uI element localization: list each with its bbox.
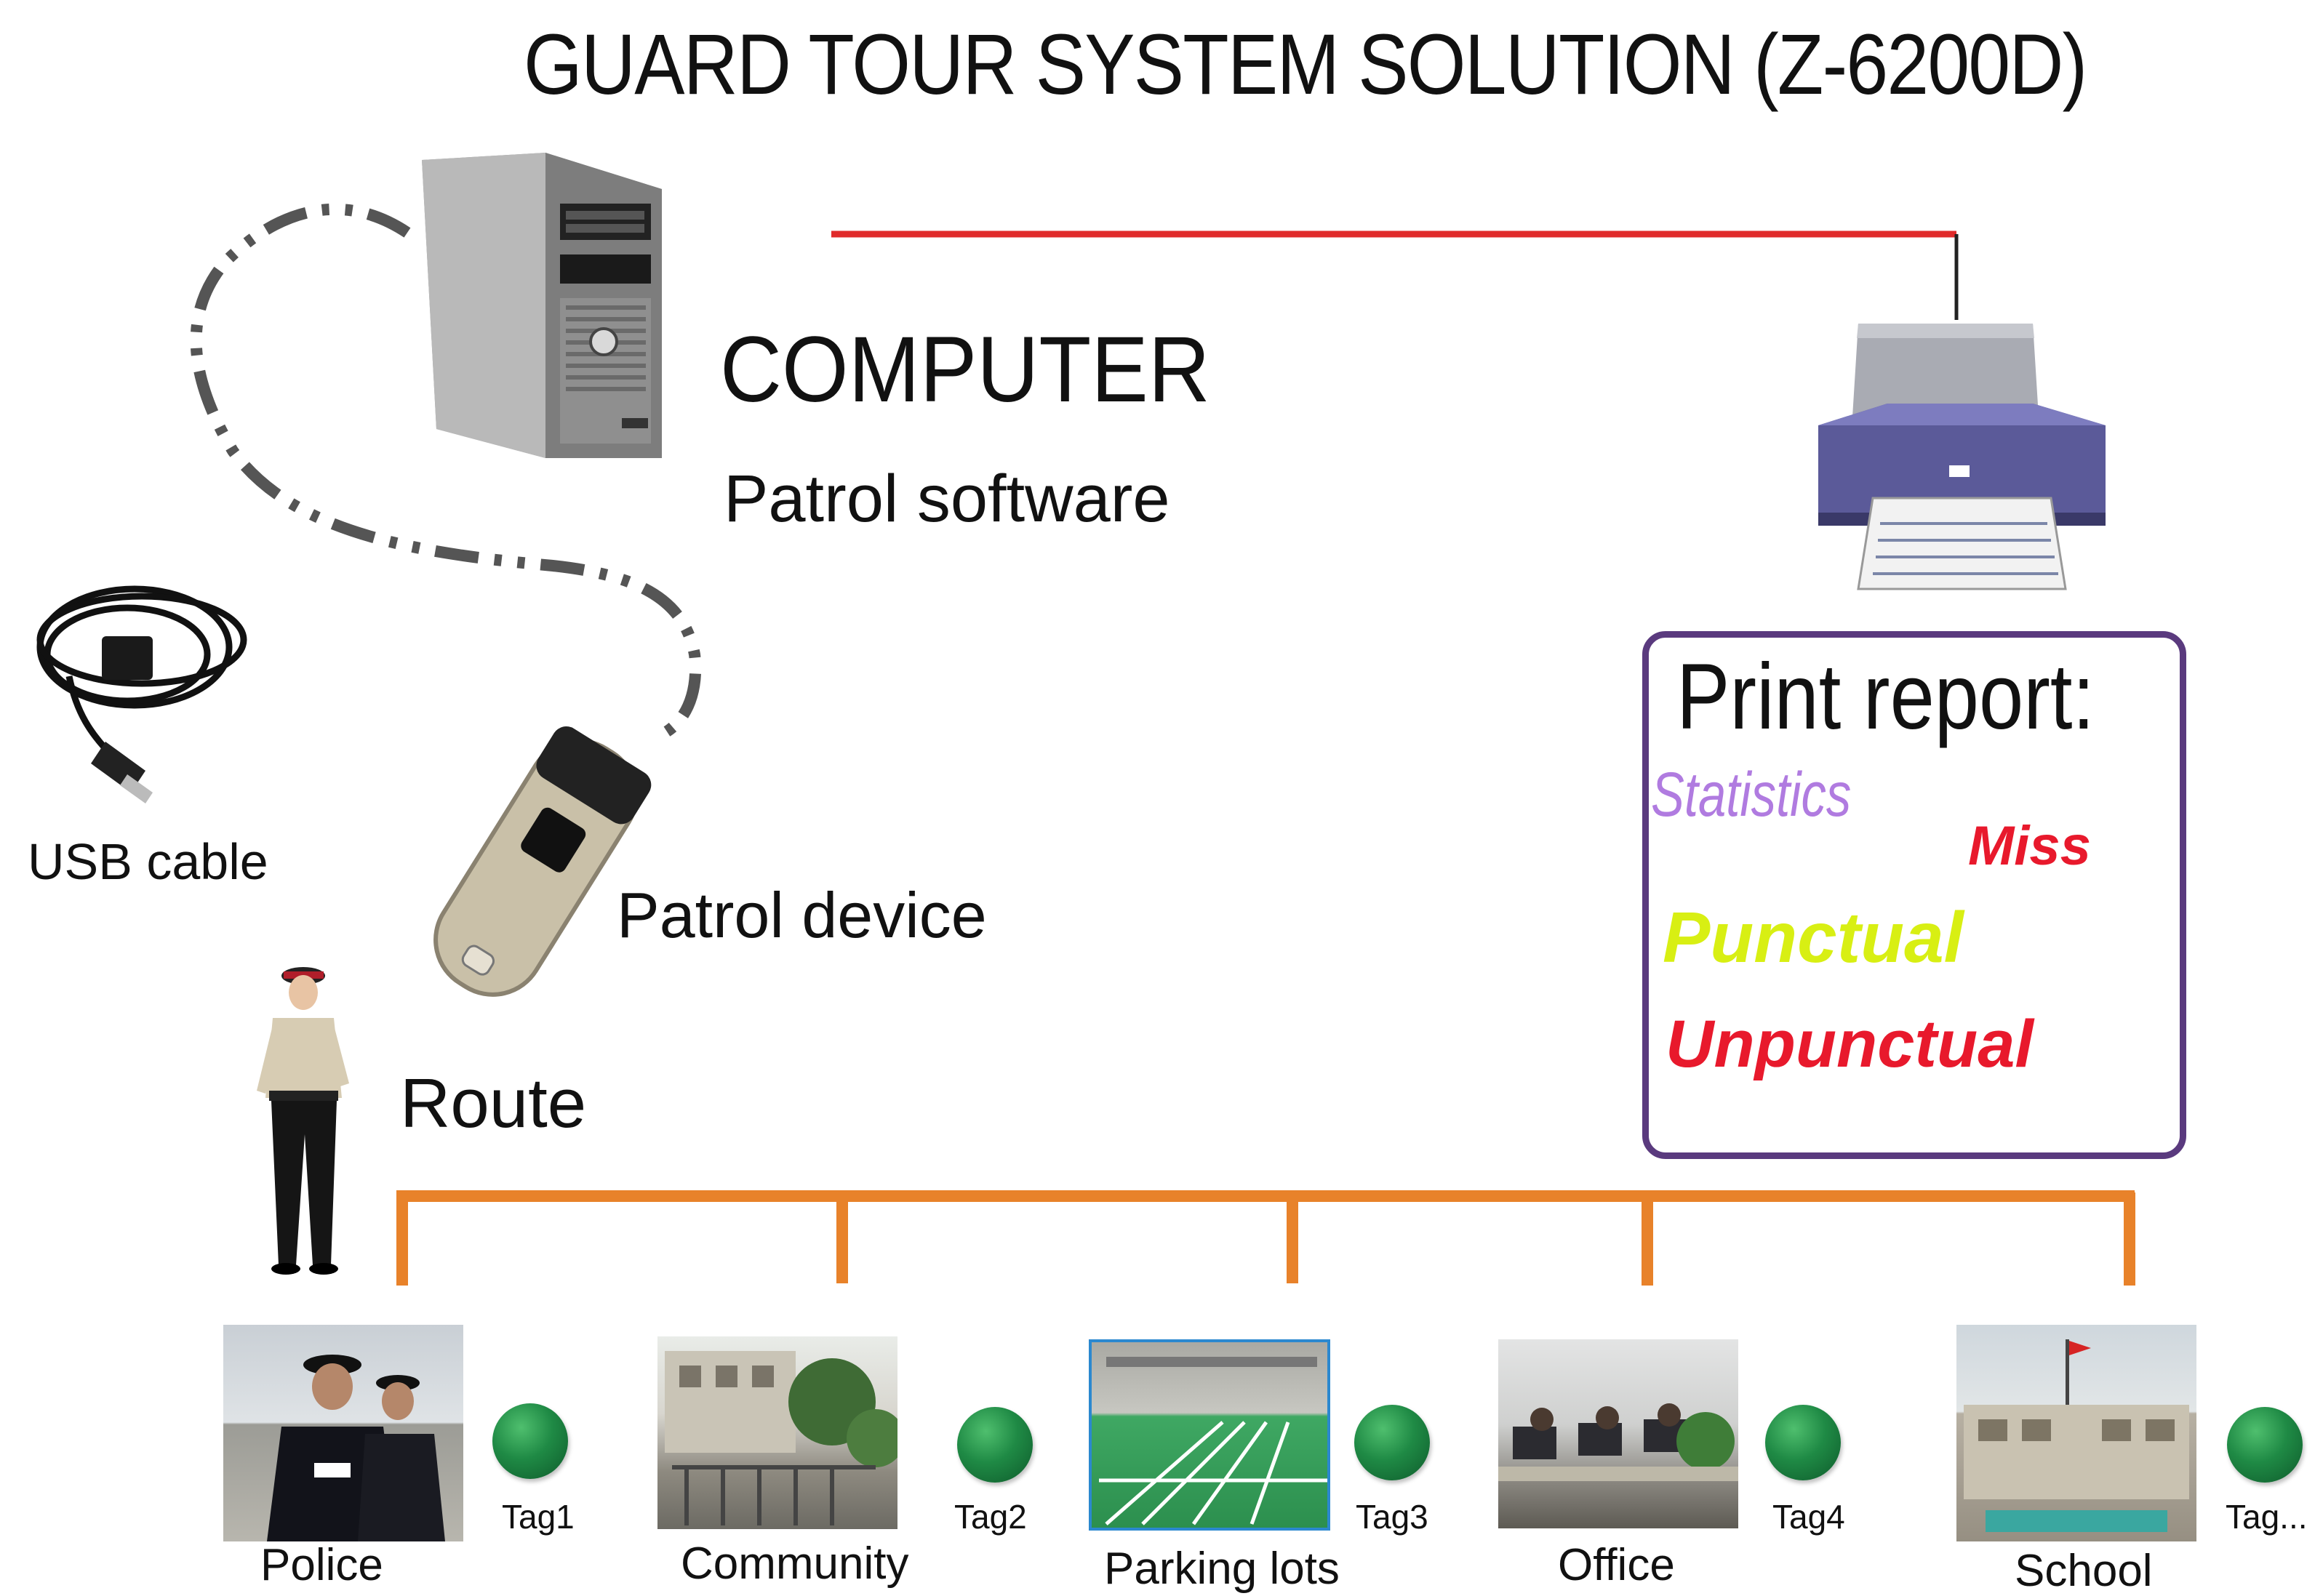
police-photo [223, 1325, 463, 1541]
computer-label: COMPUTER [720, 318, 1210, 422]
usb-cable-connection [190, 203, 702, 740]
tag-label-1: Tag1 [502, 1498, 575, 1536]
rfid-tag-icon [2227, 1407, 2303, 1483]
parking-lots-photo [1089, 1339, 1330, 1531]
community-photo [657, 1336, 897, 1529]
report-item-statistics: Statistics [1651, 760, 1852, 830]
school-photo [1956, 1325, 2196, 1541]
tag-label-2: Tag2 [954, 1498, 1027, 1536]
route-label: Route [400, 1064, 587, 1142]
report-item-punctual: Punctual [1663, 897, 1964, 977]
location-label-office: Office [1558, 1540, 1675, 1590]
report-item-unpunctual: Unpunctual [1666, 1007, 2034, 1081]
page-title: GUARD TOUR SYSTEM SOLUTION (Z-6200D) [524, 17, 2087, 113]
office-photo [1498, 1339, 1738, 1528]
rfid-tag-icon [492, 1403, 568, 1479]
location-label-police: Police [260, 1540, 383, 1590]
location-label-school: School [2015, 1546, 2153, 1596]
tag-label-4: Tag4 [1772, 1498, 1845, 1536]
tag-label-3: Tag3 [1356, 1498, 1428, 1536]
rfid-tag-icon [1354, 1405, 1430, 1480]
usb-cable-icon [36, 585, 247, 803]
patrol-device-icon [433, 726, 652, 997]
rfid-tag-icon [957, 1407, 1033, 1483]
patrol-device-label: Patrol device [617, 879, 987, 951]
location-label-parking-lots: Parking lots [1104, 1544, 1340, 1594]
computer-tower-icon [422, 153, 662, 458]
printer-icon [1818, 324, 2106, 590]
route-bus [396, 1190, 2135, 1286]
print-report-title: Print report: [1676, 645, 2095, 749]
report-item-miss: Miss [1968, 815, 2091, 877]
rfid-tag-icon [1765, 1405, 1841, 1480]
location-label-community: Community [681, 1539, 909, 1589]
guard-figure-icon [257, 967, 349, 1275]
print-report-box [1642, 631, 2186, 1159]
usb-cable-label: USB cable [28, 833, 268, 890]
tag-label-5: Tag... [2226, 1498, 2308, 1536]
patrol-software-label: Patrol software [724, 462, 1170, 536]
